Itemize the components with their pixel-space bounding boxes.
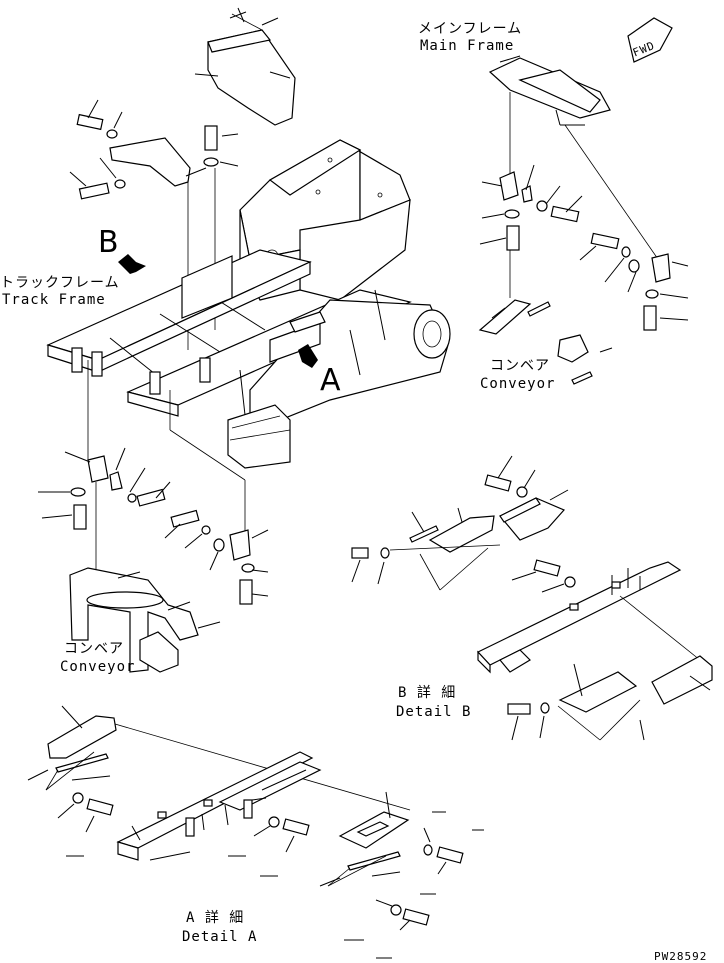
conveyor-left-jp: コンベア	[64, 641, 124, 657]
track-frame-body	[46, 139, 451, 540]
main-frame-assembly	[478, 55, 689, 385]
view-arrow-a: A	[298, 344, 341, 398]
main-frame-jp: メインフレーム	[418, 21, 522, 37]
detail-b-en: Detail B	[396, 704, 471, 720]
track-frame-jp: トラックフレーム	[0, 275, 120, 291]
drawing-code: PW28592	[654, 950, 707, 963]
detail-b-jp: B 詳 細	[398, 685, 456, 701]
track-frame-en: Track Frame	[2, 292, 106, 308]
detail-a-jp: A 詳 細	[186, 910, 244, 926]
detail-a-assembly	[27, 705, 484, 959]
main-frame-en: Main Frame	[420, 38, 514, 54]
conveyor-left-en: Conveyor	[60, 659, 135, 675]
conveyor-right-jp: コンベア	[490, 358, 550, 374]
conveyor-right-en: Conveyor	[480, 376, 555, 392]
detail-b-assembly	[351, 455, 713, 741]
view-arrow-b: B	[98, 225, 146, 274]
fwd-direction-badge: FWD	[627, 17, 673, 63]
arrow-a-label: A	[320, 363, 341, 398]
arrow-b-label: B	[98, 225, 119, 260]
left-conveyor-mount	[38, 447, 269, 673]
detail-a-en: Detail A	[182, 929, 257, 945]
